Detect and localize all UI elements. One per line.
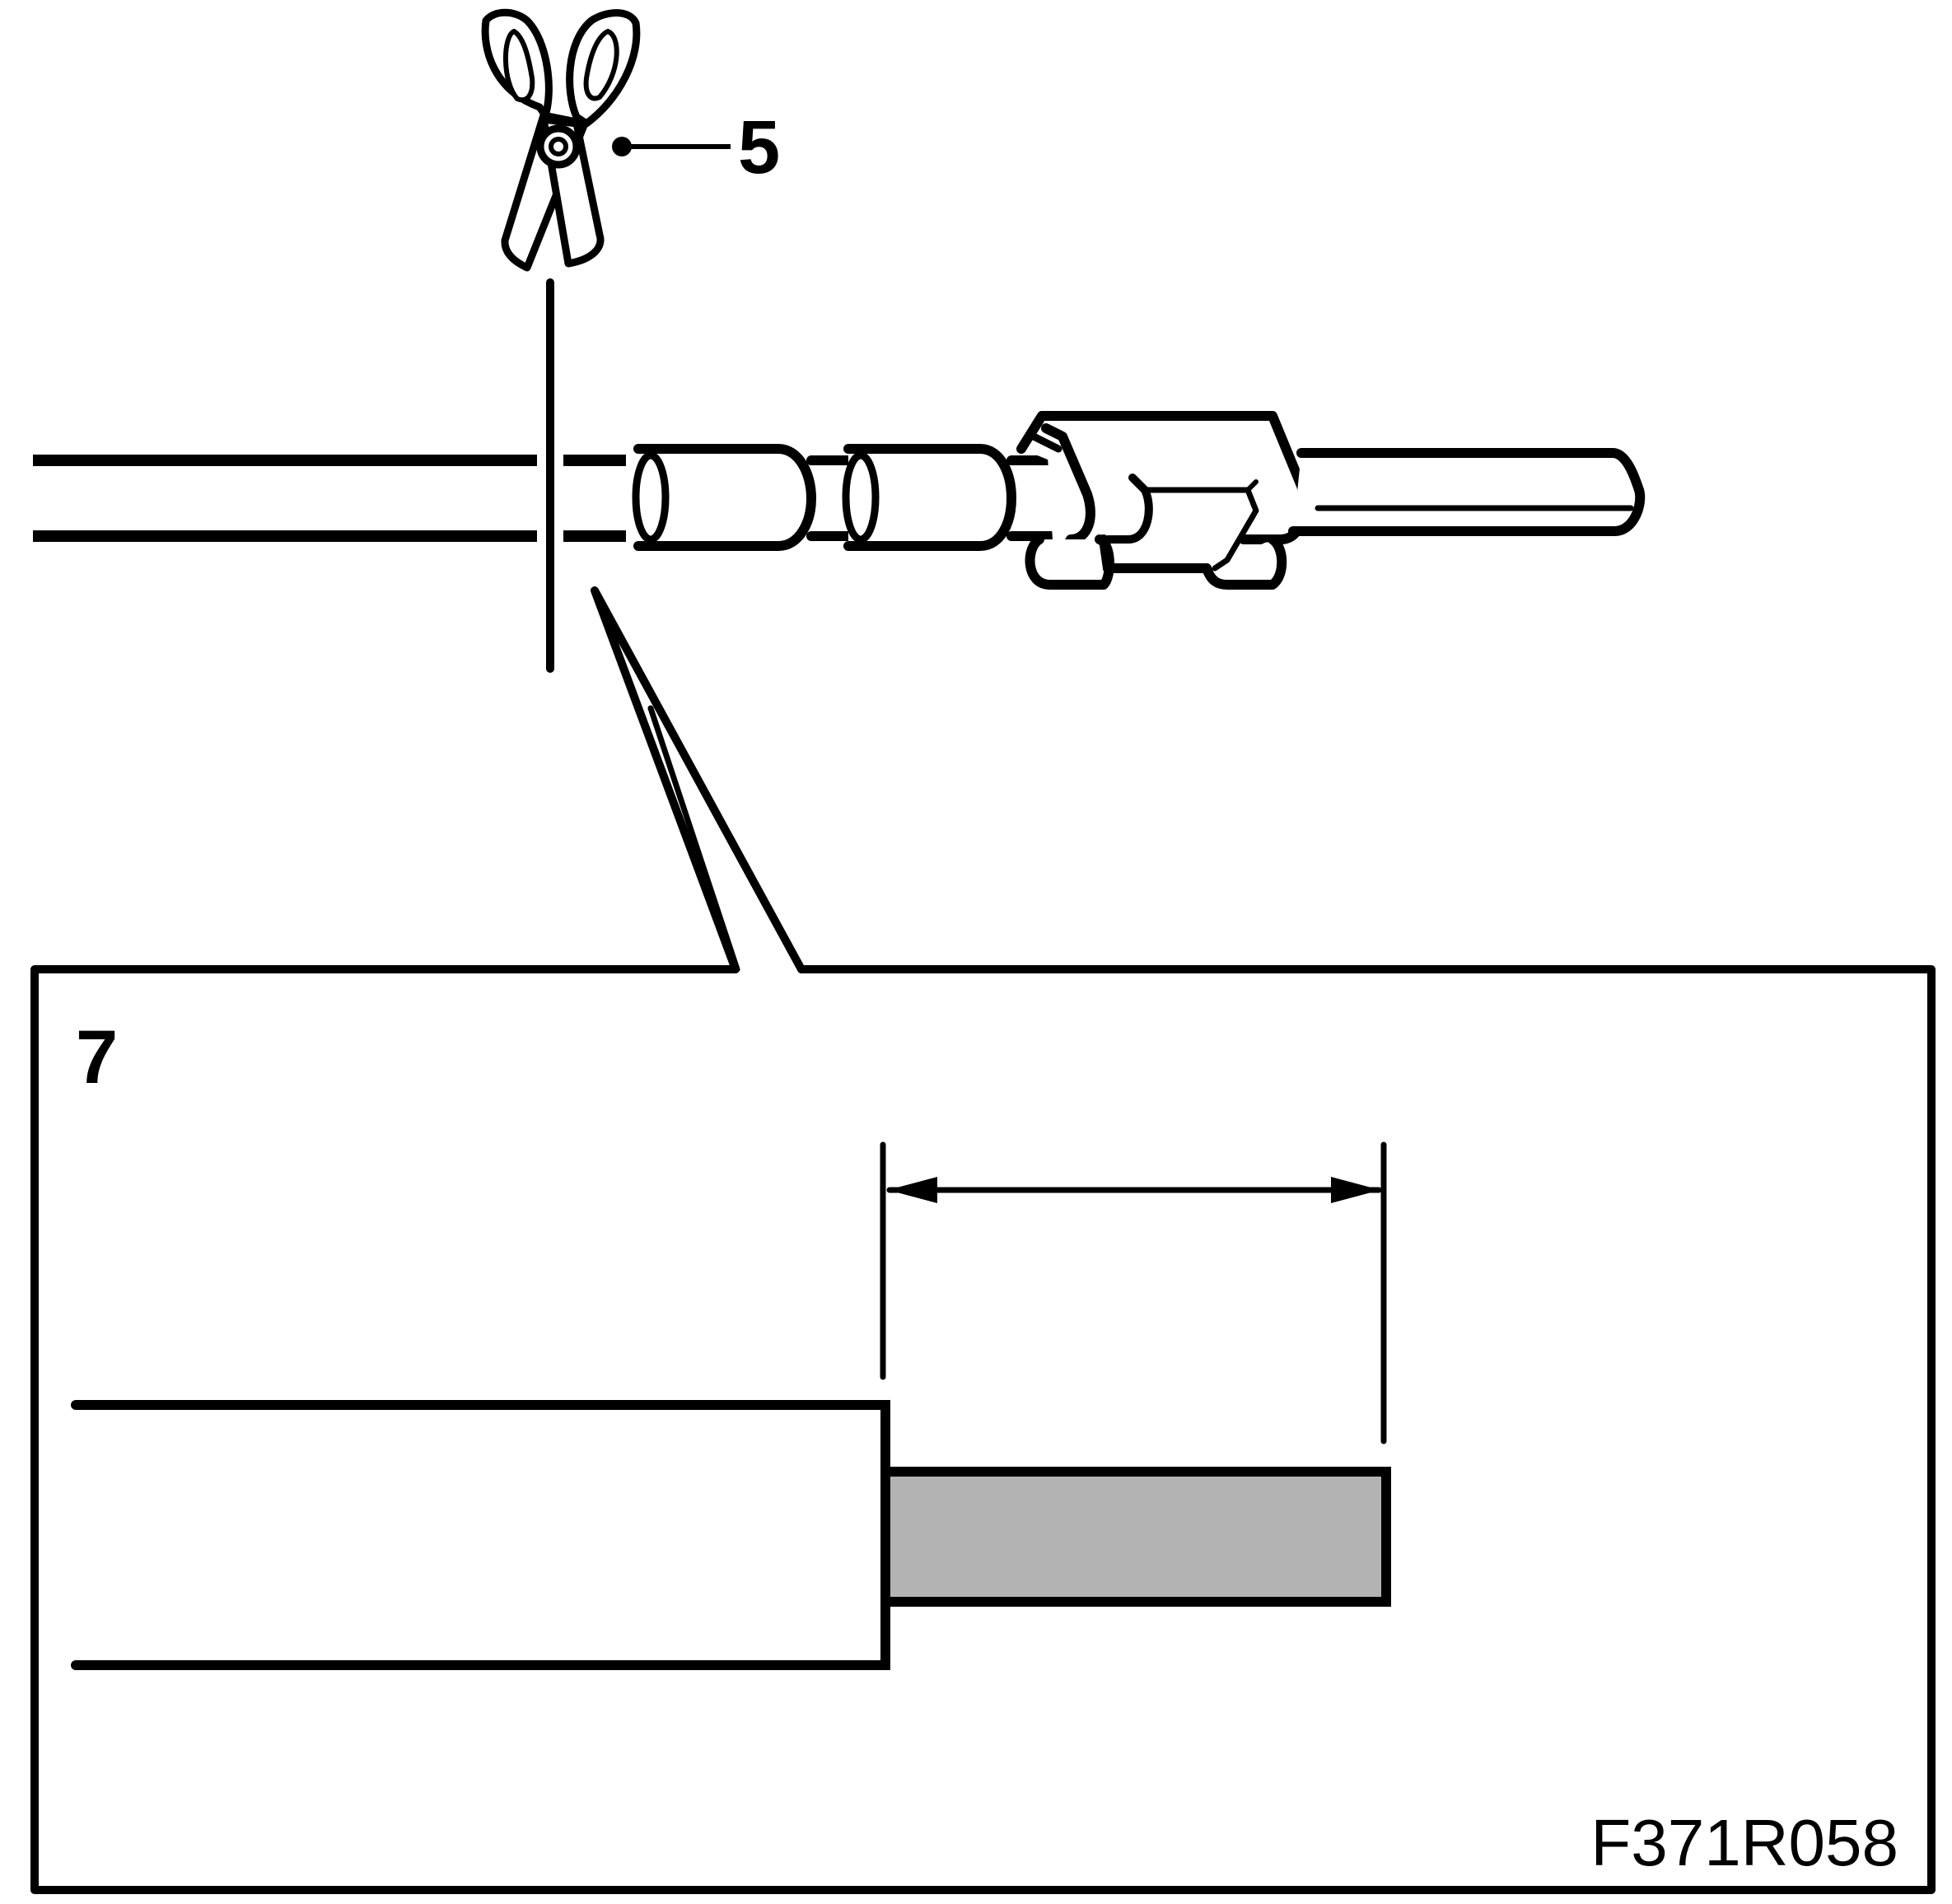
cable-right-of-cut [563, 455, 626, 542]
callout-5: 5 [612, 105, 780, 189]
inset-7-label: 7 [76, 1015, 118, 1099]
inset-frame [30, 586, 1936, 1894]
insulation-outline [71, 1400, 890, 1670]
scissors-icon [481, 8, 641, 272]
cable-left [33, 455, 537, 542]
callout-5-label: 5 [738, 105, 780, 189]
figure-code: F371R058 [1590, 1806, 1898, 1879]
strip-length-dimension [880, 1141, 1387, 1444]
stripped-conductor [880, 1467, 1391, 1607]
connector-terminal [632, 411, 1646, 590]
